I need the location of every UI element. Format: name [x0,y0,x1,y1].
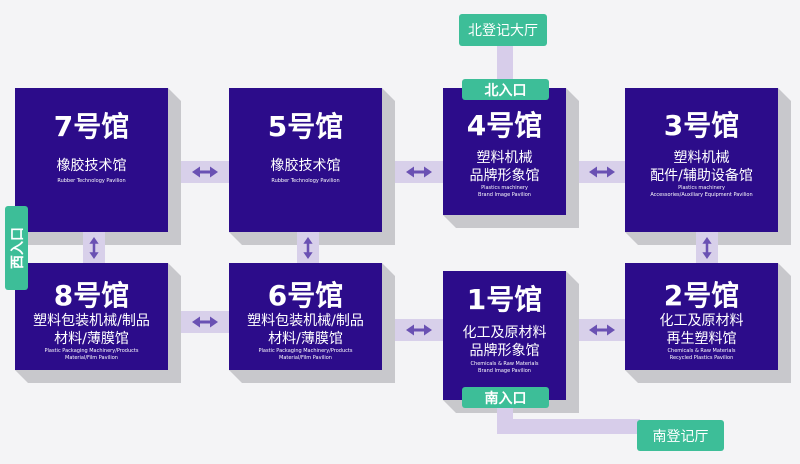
hall-subtitle-en: Brand Image Pavilion [478,368,531,374]
north-registration-hall-text: 北登记大厅 [468,23,538,39]
south-entrance-text: 南入口 [484,390,527,407]
hall-subtitle-zh: 橡胶技术馆 [56,158,127,174]
connector-hall-3-hall-2 [696,232,718,263]
hall-5[interactable]: 5号馆 橡胶技术馆 Rubber Technology Pavilion [229,88,382,232]
double-arrow-icon [89,236,99,259]
connector-hall-5-hall-6 [297,232,319,263]
hall-subtitle-zh: 化工及原材料 [462,325,547,341]
hall-subtitle-zh: 塑料机械 [673,150,730,166]
hall-7[interactable]: 7号馆 橡胶技术馆 Rubber Technology Pavilion [15,88,168,232]
double-arrow-icon [702,236,712,259]
south-walkway-horizontal [497,419,640,434]
hall-subtitle-en: Plastics machinery [481,185,528,191]
hall-title: 2号馆 [663,279,740,312]
hall-subtitle-en: Brand Image Pavilion [478,192,531,198]
hall-title: 3号馆 [663,109,740,142]
hall-title: 5号馆 [267,110,344,143]
north-entrance-text: 北入口 [484,82,527,99]
hall-1[interactable]: 1号馆 化工及原材料 品牌形象馆 Chemicals & Raw Materia… [443,271,566,400]
double-arrow-icon [192,316,218,328]
hall-8[interactable]: 8号馆 塑料包装机械/制品 材料/薄膜馆 Plastic Packaging M… [15,263,168,370]
hall-subtitle-en: Chemicals & Raw Materials [470,361,539,367]
connector-hall-5-hall-4 [395,161,443,183]
north-registration-hall-label[interactable]: 北登记大厅 [459,14,547,46]
hall-subtitle-zh: 橡胶技术馆 [270,158,341,174]
hall-subtitle-zh: 材料/薄膜馆 [268,331,343,347]
connector-hall-1-hall-2 [579,319,625,341]
hall-title: 4号馆 [466,109,543,142]
double-arrow-icon [589,166,615,178]
hall-6[interactable]: 6号馆 塑料包装机械/制品 材料/薄膜馆 Plastic Packaging M… [229,263,382,370]
connector-hall-7-hall-8 [83,232,105,263]
hall-subtitle-en: Plastics machinery [678,185,725,191]
hall-2[interactable]: 2号馆 化工及原材料 再生塑料馆 Chemicals & Raw Materia… [625,263,778,370]
hall-4[interactable]: 4号馆 塑料机械 品牌形象馆 Plastics machinery Brand … [443,88,566,215]
south-registration-hall-label[interactable]: 南登记厅 [637,420,724,451]
double-arrow-icon [406,166,432,178]
hall-subtitle-en: Material/Film Pavilion [279,355,332,361]
double-arrow-icon [192,166,218,178]
hall-subtitle-en: Material/Film Pavilion [65,355,118,361]
hall-subtitle-en: Chemicals & Raw Materials [667,348,736,354]
hall-subtitle-zh: 品牌形象馆 [469,168,540,184]
connector-hall-7-hall-5 [181,161,229,183]
hall-subtitle-zh: 化工及原材料 [659,313,744,329]
hall-subtitle-zh: 材料/薄膜馆 [54,331,129,347]
hall-subtitle-zh: 塑料包装机械/制品 [33,313,150,329]
hall-subtitle-en: Rubber Technology Pavilion [57,178,126,184]
connector-hall-4-hall-3 [579,161,625,183]
hall-subtitle-zh: 塑料包装机械/制品 [247,313,364,329]
hall-subtitle-en: Rubber Technology Pavilion [271,178,340,184]
hall-subtitle-en: Plastic Packaging Machinery/Products [44,348,139,354]
hall-title: 8号馆 [53,279,130,312]
hall-subtitle-en: Plastic Packaging Machinery/Products [258,348,353,354]
double-arrow-icon [303,236,313,259]
hall-title: 7号馆 [53,110,130,143]
north-walkway [497,44,513,81]
hall-subtitle-zh: 再生塑料馆 [666,331,737,347]
south-entrance-label[interactable]: 南入口 [462,387,549,408]
hall-title: 1号馆 [466,283,543,316]
west-entrance-text: 西入口 [9,227,26,269]
hall-subtitle-en: Recycled Plastics Pavilion [669,355,734,361]
hall-subtitle-zh: 塑料机械 [476,150,533,166]
connector-hall-8-hall-6 [181,311,229,333]
double-arrow-icon [406,324,432,336]
south-registration-hall-text: 南登记厅 [652,428,709,445]
double-arrow-icon [589,324,615,336]
hall-subtitle-en: Accessories/Auxiliary Equipment Pavilion [650,192,753,198]
hall-subtitle-zh: 品牌形象馆 [469,343,540,359]
connector-hall-6-hall-1 [395,319,443,341]
hall-subtitle-zh: 配件/辅助设备馆 [650,168,753,184]
hall-3[interactable]: 3号馆 塑料机械 配件/辅助设备馆 Plastics machinery Acc… [625,88,778,232]
hall-title: 6号馆 [267,279,344,312]
north-entrance-label[interactable]: 北入口 [462,79,549,100]
west-entrance-label[interactable]: 西入口 [5,206,28,290]
